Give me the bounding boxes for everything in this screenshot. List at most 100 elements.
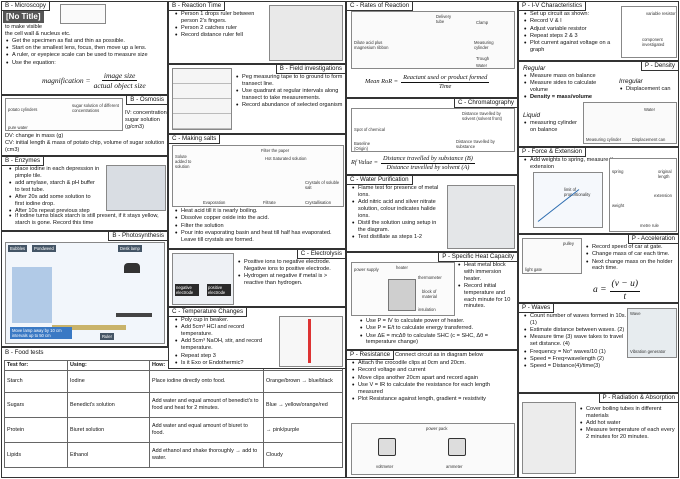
electrolysis-panel: C - Electrolysis negative electrode posi… <box>168 249 346 307</box>
accel-title: P - Acceleration <box>627 235 678 244</box>
radiation-panel: P - Radiation & Absorption Cover boiling… <box>518 393 679 478</box>
microscopy-line: to make visible <box>5 24 42 30</box>
osmosis-dv: DV: change in mass (g) <box>5 133 64 139</box>
resistance-step: Attach the crocodile clips at 0cm and 20… <box>351 360 515 367</box>
bubbles-label: Bubbles <box>8 245 28 253</box>
salts-label: Crystallisation <box>305 200 332 205</box>
ammeter-icon <box>448 438 466 456</box>
table-row: Lipids Ethanol Add ethanol and shake tho… <box>4 442 343 468</box>
salts-label: Crystals of soluble salt <box>305 180 340 191</box>
heat-step: Heat metal block with immersion heater. <box>457 262 517 282</box>
accel-diagram: light gate pulley <box>522 238 582 274</box>
photosynthesis-panel: B - Photosynthesis Bubbles Pondweed Desk… <box>1 231 168 347</box>
salts-label: Hot Saturated solution <box>265 156 307 161</box>
table-row: Sugars Benedict's solution Add water and… <box>4 392 343 418</box>
food-tests-title: B - Food tests <box>5 349 44 356</box>
enzymes-step: place iodine in each depression in pimpl… <box>8 166 100 180</box>
resistance-panel: P - Resistance Connect circuit as in dia… <box>346 350 518 478</box>
density-regular: Regular <box>523 65 546 72</box>
iv-circuit: variable resistor component investigated <box>621 6 677 58</box>
osmosis-label: pure water <box>8 125 28 130</box>
distillation-image <box>447 185 515 249</box>
pondweed-label: Pondweed <box>32 245 56 253</box>
water-step: Add nitric acid and silver nitrate solut… <box>351 199 443 219</box>
microscopy-step: A ruler, or eyepiece scale can be used t… <box>5 52 167 59</box>
enzymes-title: B - Enzymes <box>2 157 45 166</box>
water-title: C - Water Purification <box>347 176 413 185</box>
microscopy-line: the cell wall & nucleus etc. <box>5 30 71 37</box>
heat-step: Record initial temperature and each minu… <box>457 283 517 310</box>
table-cell: Place iodine directly onto food. <box>149 370 264 393</box>
table-cell: → pink/purple <box>263 417 343 443</box>
chroma-label: Distance travelled by substance <box>456 139 495 150</box>
density-step: Measure sides to calculate volume <box>523 80 615 94</box>
heat-label: thermometer <box>418 275 442 280</box>
table-row: Protein Biuret solution Add water and eq… <box>4 417 343 443</box>
microscope-diagram <box>60 4 106 24</box>
table-cell: Protein <box>4 417 68 443</box>
table-cell: Cloudy <box>263 442 343 468</box>
thermometer-icon <box>308 319 311 363</box>
enzymes-step: After 10s repeat previous step <box>8 208 100 215</box>
lamp-label: Desk lamp <box>118 245 142 253</box>
water-step: Test distillate as steps 1-2 <box>351 234 443 241</box>
enzymes-step: add amylase, starch & pH buffer to test … <box>8 180 100 194</box>
hooke-panel: P - Force & Extension Add weights to spr… <box>518 147 679 234</box>
salts-step: Heat acid till it is nearly boiling. <box>174 208 344 215</box>
accel-step: Record speed of car at gate. <box>585 244 678 251</box>
heat-panel: P - Specific Heat Capacity power supply … <box>346 252 518 350</box>
microscopy-title: B - Microscopy <box>2 2 50 11</box>
density-panel: P - Density Regular Measure mass on bala… <box>518 61 679 147</box>
iv-label: variable resistor <box>646 11 676 16</box>
reaction-time-title: B - Reaction Time <box>169 2 226 11</box>
radiation-title: P - Radiation & Absorption <box>598 394 678 403</box>
density-irregular: Irregular <box>619 78 643 85</box>
table-cell: Add water and equal amount of benedict's… <box>149 392 264 418</box>
waves-step: Speed = Distance(4)/time(3) <box>523 363 627 370</box>
table-cell: Add water and equal amount of biuret to … <box>149 417 264 443</box>
accel-step: Next change mass on the holder each time… <box>585 259 678 273</box>
reaction-step: Person 1 drops ruler between person 2's … <box>174 11 260 25</box>
heat-label: power supply <box>354 267 379 272</box>
accel-panel: P - Acceleration light gate pulley Recor… <box>518 234 679 303</box>
resistance-step: Use V = IR to calculate the resistance f… <box>351 382 515 396</box>
no-title-label: [No Title] <box>3 11 44 23</box>
rates-label: Trough <box>476 56 490 61</box>
chromatography-diagram: Distance travelled by solvent (solvent f… <box>351 108 515 152</box>
ammeter-label: ammeter <box>446 464 463 469</box>
voltmeter-label: voltmeter <box>376 464 394 469</box>
table-header: Test for: <box>4 360 68 371</box>
field-step: Peg measuring tape to to ground to form … <box>235 74 345 88</box>
water-panel: C - Water Purification Flame test for pr… <box>346 175 518 252</box>
salts-step: Dissolve copper oxide into the acid. <box>174 215 344 222</box>
resistance-step: Plot Resistance against length, gradient… <box>351 396 515 403</box>
beaker-water <box>12 267 52 323</box>
density-liquid: Liquid <box>523 112 541 119</box>
salts-label: Filter the paper <box>261 148 290 153</box>
displacement-diagram: Measuring cylinder Displacement can Wate… <box>583 102 677 144</box>
temperature-step: Add 5cm³ NaOH, stir, and record temperat… <box>174 338 274 352</box>
rates-title: C - Rates of Reaction <box>347 2 414 11</box>
power-pack-label: power pack <box>426 426 448 431</box>
table-cell: Ethanol <box>67 442 150 468</box>
heat-label: heater <box>396 265 408 270</box>
photosynthesis-title: B - Photosynthesis <box>108 232 167 241</box>
radiation-step: Cover boiling tubes in different materia… <box>579 406 677 420</box>
radiation-step: Measure temperature of each every 2 minu… <box>579 427 677 441</box>
interval-label: Move lamp away by 10 cm intervals up to … <box>10 327 72 340</box>
heat-equation: Use P = IV to calculate power of heater. <box>359 318 515 325</box>
hooke-label: limit of proportionality <box>564 187 591 198</box>
resistance-title: P - Resistance <box>347 351 395 360</box>
field-step: Record abundance of selected organism <box>235 102 345 109</box>
accel-step: Change mass of car each time. <box>585 251 678 258</box>
rates-diagram: Delivery tube Clamp Dilute acid plus mag… <box>351 11 515 69</box>
iv-step: Record V & I <box>523 18 619 25</box>
radiation-step: Add hot water <box>579 420 677 427</box>
lamp-shade-icon <box>124 263 140 273</box>
table-cell: Benedict's solution <box>67 392 150 418</box>
salts-panel: C - Making salts Solute added to solutio… <box>168 134 346 249</box>
hooke-step: Add weights to spring, measure the exten… <box>523 157 623 171</box>
chromatography-panel: C - Chromatography Distance travelled by… <box>346 98 518 175</box>
salts-label: Solute added to solution <box>175 154 192 170</box>
enzymes-step: If iodine turns black starch is still pr… <box>8 213 166 227</box>
